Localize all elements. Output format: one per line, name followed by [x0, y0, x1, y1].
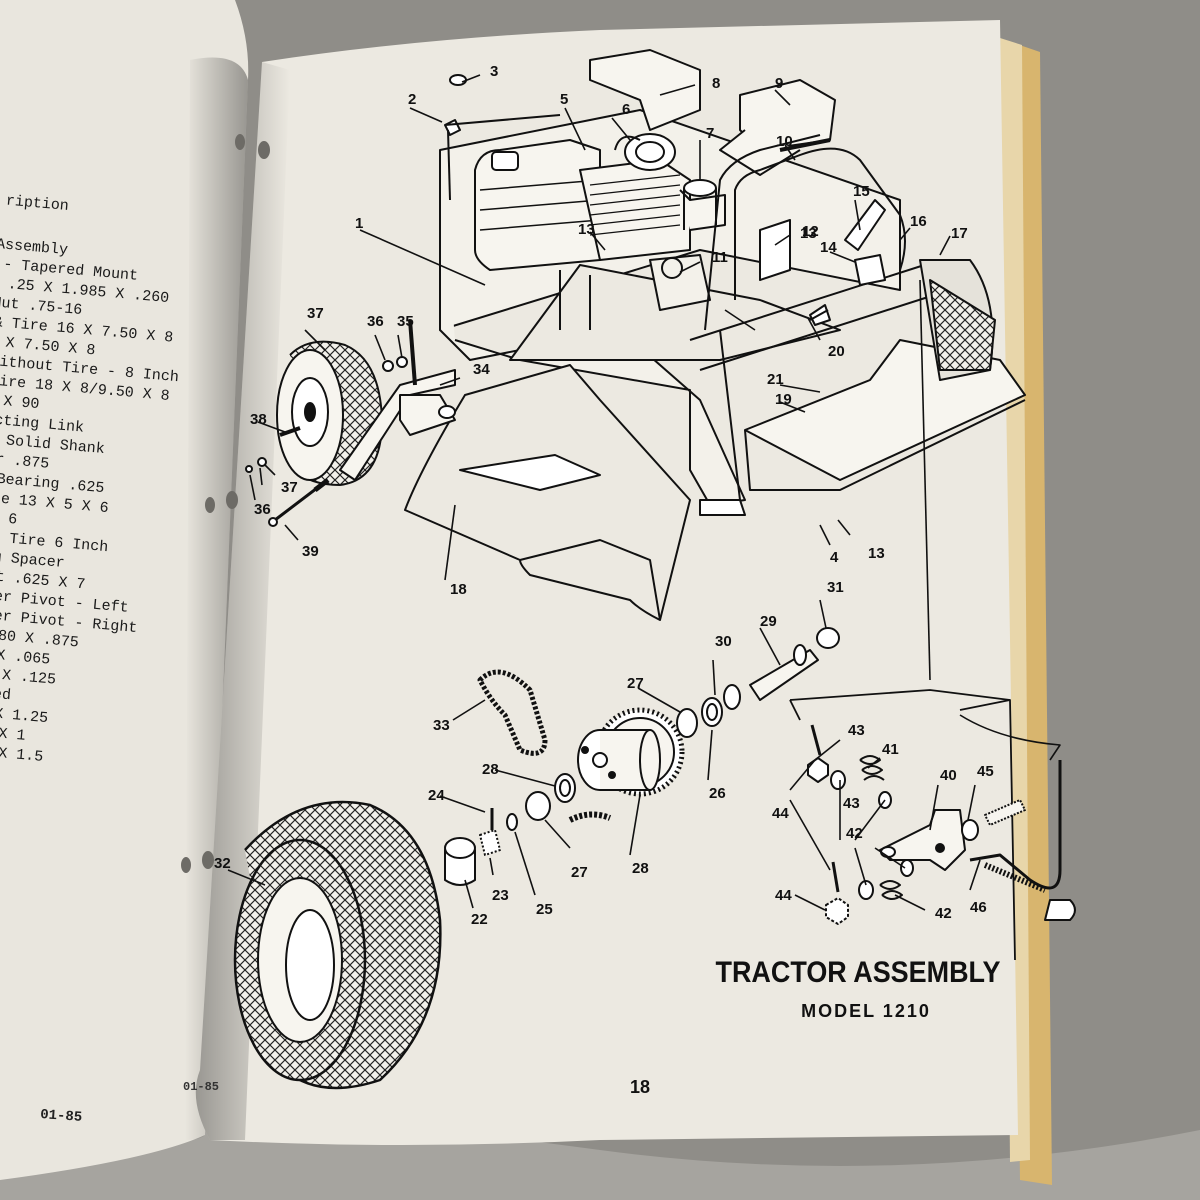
parts-list-line: Assembly	[0, 236, 69, 259]
callout-number: 28	[632, 860, 649, 877]
callout-number: 26	[709, 785, 726, 802]
callout-number: 24	[428, 787, 445, 804]
callout-number: 9	[775, 75, 783, 92]
callout-number: 5	[560, 91, 568, 108]
callout-number: 3	[490, 63, 498, 80]
parts-list-line: cer .875	[0, 450, 50, 473]
part-33-tire	[233, 800, 442, 1090]
parts-list-line: .5 X .125	[0, 665, 57, 689]
callout-number: 36	[254, 501, 271, 518]
exploded-diagram	[233, 49, 1076, 1090]
parts-list-line: .508 X 1	[0, 722, 26, 745]
parts-list-line: 5 X 6	[0, 508, 18, 529]
callout-number: 13	[800, 225, 817, 242]
diagram-title: TRACTOR ASSEMBLY	[716, 956, 1001, 989]
callout-number: 42	[846, 825, 863, 842]
callout-number: 27	[571, 864, 588, 881]
callout-number: 42	[935, 905, 952, 922]
right-footer-date: 01-85	[183, 1080, 219, 1094]
callout-number: 10	[776, 133, 793, 150]
callout-number: 14	[820, 239, 837, 256]
left-footer-date: 01-85	[40, 1107, 83, 1126]
page-number: 18	[630, 1077, 650, 1097]
callout-number: 30	[715, 633, 732, 650]
callout-number: 45	[977, 763, 994, 780]
callout-number: 4	[830, 549, 839, 566]
callout-number: 16	[910, 213, 927, 230]
callout-number: 38	[250, 411, 267, 428]
callout-number: 41	[882, 741, 899, 758]
left-page	[0, 0, 249, 1180]
parts-list-line: lotted	[0, 683, 12, 705]
part-18-fender	[404, 364, 691, 621]
callout-number: 37	[307, 305, 324, 322]
callout-number: 13	[578, 221, 595, 238]
left-header: ription	[5, 193, 69, 215]
callout-number: 21	[767, 371, 784, 388]
callout-number: 23	[492, 887, 509, 904]
parts-list-line: 0 X 90	[0, 392, 40, 414]
callout-number: 25	[536, 901, 553, 918]
callout-number: 6	[622, 101, 630, 118]
callout-number: 34	[473, 361, 490, 378]
callout-number: 40	[940, 767, 957, 784]
callout-number: 17	[951, 225, 968, 242]
engine-assembly	[474, 133, 726, 311]
callout-number: 8	[712, 75, 720, 92]
callout-number: 19	[775, 391, 792, 408]
callout-number: 31	[827, 579, 844, 596]
callout-number: 22	[471, 911, 488, 928]
callout-number: 27	[627, 675, 644, 692]
leader-lines	[227, 74, 981, 911]
callout-number: 43	[848, 722, 865, 739]
parts-list-line: .5 X .065	[0, 645, 51, 669]
callout-number: 36	[367, 313, 384, 330]
part-34-chain	[477, 669, 548, 756]
callout-number: 44	[775, 887, 792, 904]
callout-number: 1	[355, 215, 363, 232]
callout-number: 2	[408, 91, 416, 108]
model-number: MODEL 1210	[801, 1001, 931, 1021]
part-8-cover	[589, 49, 701, 131]
callout-number: 37	[281, 479, 298, 496]
callout-number: 43	[843, 795, 860, 812]
callout-number: 32	[214, 855, 231, 872]
callout-number: 33	[433, 717, 450, 734]
callout-number: 11	[712, 249, 728, 266]
callout-number: 35	[397, 313, 414, 330]
callout-number: 12	[802, 223, 819, 240]
callout-number: 15	[853, 183, 870, 200]
callout-number: 29	[760, 613, 777, 630]
callout-number: 18	[450, 581, 467, 598]
callout-number: 39	[302, 543, 319, 560]
title-block: TRACTOR ASSEMBLY MODEL 1210	[716, 956, 1001, 1021]
inset-frame	[789, 689, 1011, 701]
callout-number: 28	[482, 761, 499, 778]
callout-number: 44	[772, 805, 789, 822]
callout-number: 13	[868, 545, 885, 562]
binder-holes	[181, 134, 270, 873]
callout-number: 20	[828, 343, 845, 360]
callout-number: 46	[970, 899, 987, 916]
callout-number: 7	[706, 125, 714, 142]
